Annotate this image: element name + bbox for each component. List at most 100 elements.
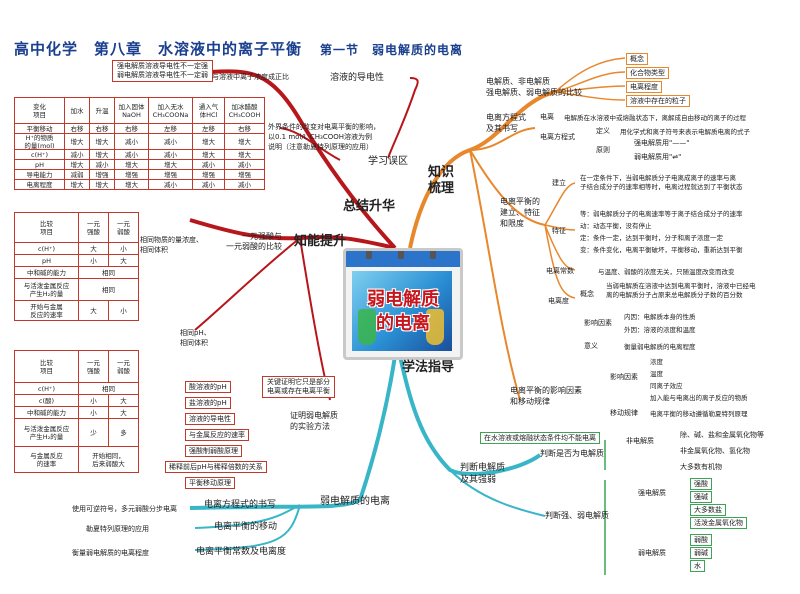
flask-icon: [426, 309, 444, 345]
equilibrium-effect-table: 变化 项目 加水 升温 加入固体 NaOH 加入无水 CH₃COONa 通入气 …: [14, 97, 265, 190]
factor-item: 加入能与电离出的离子反应的物质: [650, 394, 748, 402]
is-electrolyte-node: 判断是否为电解质: [540, 449, 604, 458]
lab-flask-image: [352, 271, 452, 351]
table-cell: 增强: [115, 170, 149, 180]
conductivity-detail: 与溶液中离子浓度成正比: [212, 73, 289, 81]
concept-label: 概念: [580, 290, 594, 298]
table-cell: 减小: [225, 180, 265, 190]
main-title: 高中化学 第八章 水溶液中的离子平衡: [14, 40, 303, 58]
table-cell: H⁺的物质 的量(mol): [15, 134, 65, 150]
case-description: 外界条件的改变对电离平衡的影响， 以0.1 mol/L CH₃COOH溶液为例 …: [268, 122, 380, 152]
table-cell: 增大: [65, 180, 90, 190]
table-header-cell: 一元 弱酸: [109, 213, 139, 243]
constant-text: 与温度、弱酸的浓度无关，只随温度改变而改变: [598, 268, 735, 276]
table-cell: 导电能力: [15, 170, 65, 180]
table-cell: 增大: [225, 134, 265, 150]
table-cell: 增大: [115, 180, 149, 190]
strong-item: 强碱: [690, 491, 712, 503]
node-line: 和限度: [500, 219, 524, 228]
concept-text: 当弱电解质在溶液中达到电离平衡时，溶液中已经电 离的电解质分子占原来总电解质分子…: [606, 282, 756, 300]
equilibrium-shift-node: 电离平衡的移动: [214, 522, 278, 532]
table-cell: 增大: [65, 134, 90, 150]
node-line: 电离平衡的: [500, 197, 540, 206]
node-line: 和移动规律: [510, 397, 550, 406]
case-line: 说明（注意勒夏特列原理的应用）: [268, 143, 373, 151]
feature-item: 等：弱电解质分子的电离速率等于离子结合成分子的速率: [580, 210, 743, 218]
concept-line: 离的电解质分子占原来总电解质分子数的百分数: [606, 291, 743, 299]
method-item: 盐溶液的pH: [185, 397, 231, 409]
table-cell: c(酸): [15, 395, 79, 407]
acid-comparison-node: 一元强酸与 一元弱酸的比较: [226, 232, 282, 252]
inner-factor: 内因：电解质本身的性质: [624, 313, 696, 321]
weak-principle: 弱电解质用"⇌": [634, 153, 682, 161]
branch-method-label: 学法指导: [402, 360, 455, 375]
feature-item: 变：条件变化，电离平衡破坏，平衡移动，重新达到平衡: [580, 246, 743, 254]
node-line: 及其书写: [486, 124, 518, 133]
table-cell: 小: [79, 395, 109, 407]
strong-item: 强酸: [690, 478, 712, 490]
table-header-cell: 加入无水 CH₃COONa: [149, 98, 193, 124]
outer-factor: 外因：溶液的浓度和温度: [624, 326, 696, 334]
equation-label: 电离方程式: [540, 133, 575, 141]
factor-item: 同离子效应: [650, 382, 683, 390]
table-header-cell: 一元 弱酸: [109, 351, 139, 383]
movement-factor-list: 浓度 温度 同离子效应 加入能与电离出的离子反应的物质: [650, 356, 748, 404]
table-header-cell: 变化 项目: [15, 98, 65, 124]
table-cell: 左移: [149, 124, 193, 134]
flask-icon: [358, 309, 376, 345]
factor-item: 浓度: [650, 358, 663, 366]
section-subtitle: 第一节 弱电解质的电离: [320, 43, 464, 57]
ionization-degree-item: 电离程度: [626, 81, 662, 93]
strong-item: 活泼金属氧化物: [690, 517, 747, 529]
table-cell: 增大: [90, 134, 115, 150]
table-cell: 增强: [225, 170, 265, 180]
table-cell: 增强: [193, 170, 225, 180]
table-cell: 多: [109, 419, 139, 447]
ionization-label: 电离: [540, 113, 554, 121]
table-cell: 少: [79, 419, 109, 447]
table-cell: c(H⁺): [15, 150, 65, 160]
table-header-cell: 比较 项目: [15, 351, 79, 383]
note-line: 弱电解质溶液导电性不一定弱: [117, 71, 208, 79]
constant-label: 电离常数: [546, 267, 574, 275]
movement-node: 电离平衡的影响因素 和移动规律: [510, 385, 582, 407]
judge-node: 判断电解质 及其强弱: [460, 462, 505, 486]
method-key-note: 关键证明它只是部分 电离或存在电离平衡: [262, 376, 335, 398]
meaning-text: 衡量弱电解质的电离程度: [624, 343, 696, 351]
table-cell: 相同: [79, 279, 139, 301]
table-cell: 左移: [193, 124, 225, 134]
rule-text: 电离平衡的移动遵循勒夏特列原理: [650, 410, 748, 418]
table-cell: 减弱: [65, 170, 90, 180]
study-error-node: 学习误区: [368, 156, 408, 167]
table-cell: 增大: [90, 150, 115, 160]
binder-ring-icon: [430, 251, 436, 259]
strong-weak-node: 判断强、弱电解质: [545, 511, 609, 520]
table-cell: 减小: [149, 180, 193, 190]
nonelectrolyte-item: 非金属氧化物、氢化物: [680, 447, 750, 455]
table-cell: 右移: [115, 124, 149, 134]
method-item: 溶液的导电性: [185, 413, 235, 425]
table-cell: 减小: [90, 160, 115, 170]
build-label: 建立: [552, 179, 566, 187]
case-line: 外界条件的改变对电离平衡的影响，: [268, 123, 380, 131]
nonelectrolyte-note: 在水溶液或熔融状态条件均不能电离: [480, 432, 600, 444]
constant-degree-node: 电离平衡常数及电离度: [196, 547, 287, 557]
table-cell: 增大: [225, 150, 265, 160]
node-line: 电离方程式: [486, 113, 526, 122]
strong-principle: 强电解质用"——": [634, 139, 690, 147]
ionization-equation-node: 电离方程式 及其书写: [486, 112, 526, 134]
node-line: 电离平衡的影响因素: [510, 386, 582, 395]
center-title-line1: 弱电解质: [367, 289, 439, 310]
center-title-line2: 的电离: [376, 313, 430, 334]
table-header-cell: 比较 项目: [15, 213, 79, 243]
table-cell: 与活泼金属反应 产生H₂的量: [15, 419, 79, 447]
condition-line: 相同物质的量浓度、: [140, 236, 203, 244]
table-cell: 相同: [79, 383, 139, 395]
branch-knowledge-label: 知识 梳理: [428, 165, 455, 196]
meaning-label: 意义: [584, 342, 598, 350]
same-ph-condition: 相同pH、 相同体积: [180, 328, 211, 348]
table-cell: 小: [79, 255, 109, 267]
node-line: 电解质、非电解质: [486, 77, 550, 86]
node-line: 及其强弱: [460, 475, 497, 485]
